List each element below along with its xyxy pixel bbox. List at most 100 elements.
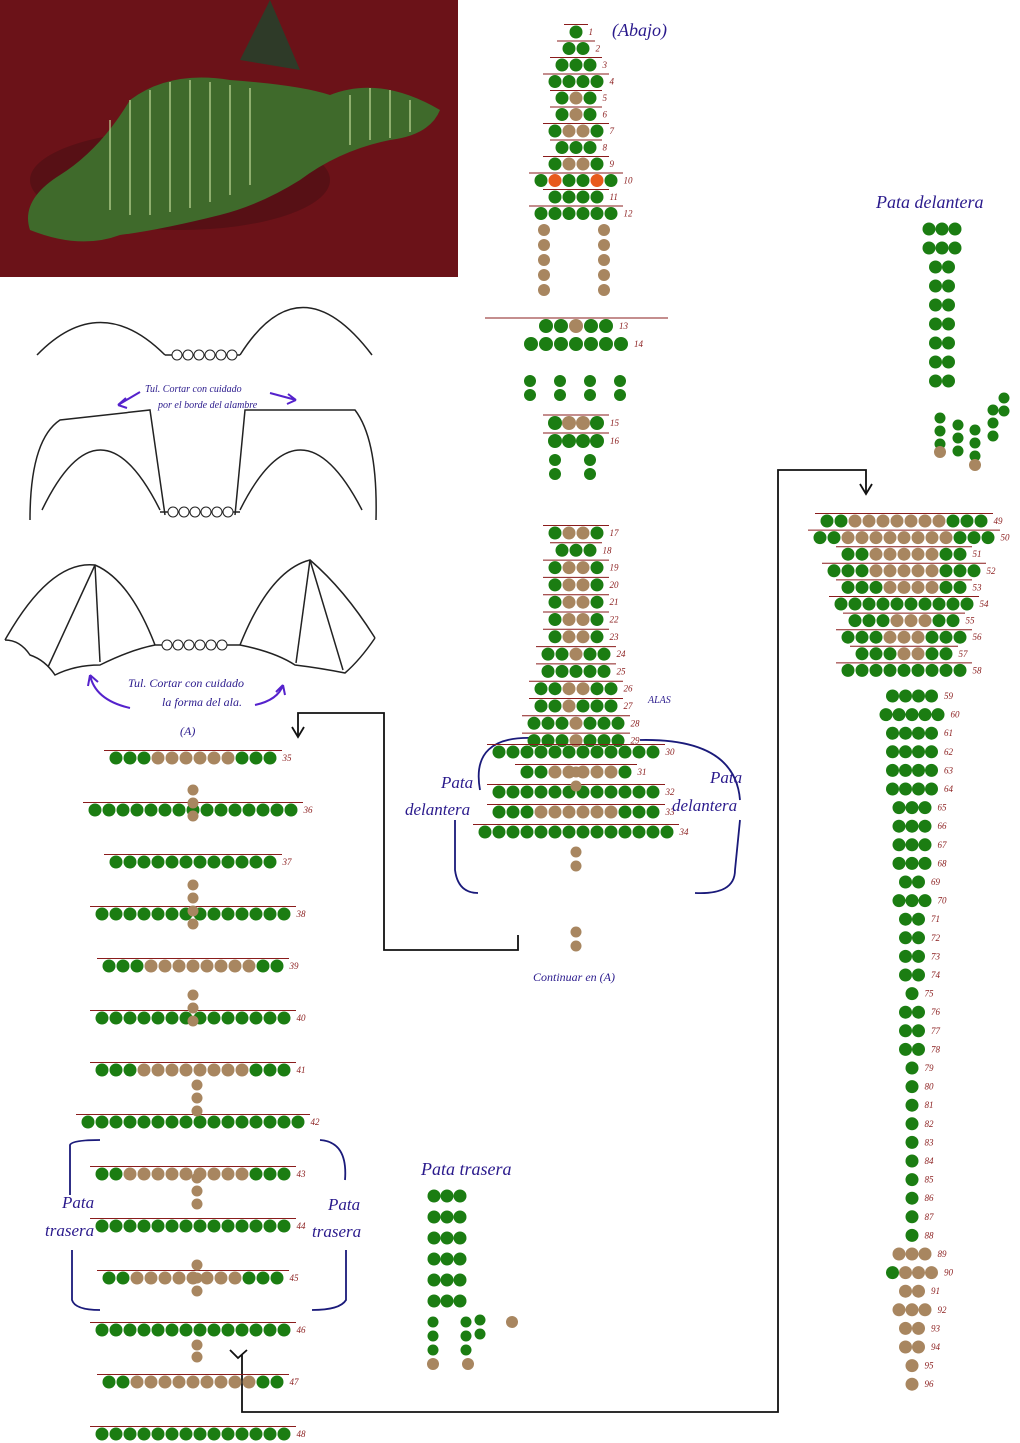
bead	[165, 751, 179, 765]
bead	[611, 734, 625, 748]
bead	[235, 907, 249, 921]
bead	[974, 514, 988, 528]
bead	[562, 42, 576, 55]
bead	[632, 745, 646, 759]
row-number: 88	[925, 1230, 935, 1240]
bead	[576, 157, 590, 171]
bead	[987, 417, 999, 429]
bead	[576, 75, 590, 88]
bead	[869, 531, 883, 545]
bead	[492, 825, 506, 839]
bead	[151, 907, 165, 921]
bead	[590, 765, 604, 779]
bead	[191, 1185, 203, 1197]
bead	[460, 1316, 472, 1328]
bead	[541, 734, 555, 748]
bead	[249, 1219, 263, 1233]
bead	[604, 825, 618, 839]
bead	[534, 805, 548, 819]
bead	[855, 547, 869, 561]
row-number: 24	[617, 649, 627, 659]
bead	[263, 1115, 277, 1129]
bead	[932, 597, 946, 611]
bead	[527, 734, 541, 748]
bead	[562, 825, 576, 839]
row-number: 66	[938, 821, 948, 831]
bead	[590, 613, 604, 626]
bead	[618, 785, 632, 799]
bead	[221, 1115, 235, 1129]
bead	[604, 785, 618, 799]
bead	[922, 222, 936, 236]
bead	[869, 630, 883, 644]
bead	[899, 763, 912, 777]
bead	[862, 597, 876, 611]
bead	[987, 404, 999, 416]
bead	[541, 716, 555, 730]
bead	[179, 751, 193, 765]
row-number: 39	[289, 961, 300, 971]
bead	[235, 1115, 249, 1129]
bead	[981, 531, 995, 545]
bead	[952, 419, 964, 431]
bead	[256, 803, 270, 817]
row-number: 51	[973, 549, 982, 559]
bead	[179, 1063, 193, 1077]
bead	[604, 699, 618, 713]
bead	[905, 819, 919, 833]
bead	[554, 389, 566, 401]
abajo-label: (Abajo)	[612, 20, 667, 40]
bead	[242, 1375, 256, 1389]
bead	[191, 1351, 203, 1363]
bead	[590, 785, 604, 799]
bead	[520, 785, 534, 799]
row-number: 65	[938, 803, 948, 813]
row-number: 13	[619, 321, 629, 331]
bead	[942, 260, 955, 274]
bead	[598, 269, 610, 281]
row-number: 83	[925, 1137, 935, 1147]
bead	[918, 801, 932, 815]
bead	[912, 1321, 925, 1335]
bead	[179, 1323, 193, 1337]
bead	[604, 745, 618, 759]
bead	[590, 434, 604, 448]
bead	[534, 825, 548, 839]
bead	[934, 412, 946, 424]
a-marker: (A)	[180, 724, 196, 738]
bead	[228, 803, 242, 817]
bead	[892, 838, 906, 852]
bead	[590, 595, 604, 609]
bead	[967, 531, 981, 545]
bead	[172, 803, 186, 817]
row-number: 89	[938, 1249, 948, 1259]
bead	[228, 1375, 242, 1389]
bead	[554, 319, 568, 333]
bead	[890, 614, 904, 628]
bead	[899, 949, 912, 963]
bead	[453, 1273, 467, 1287]
row-number: 77	[931, 1026, 941, 1036]
bead	[277, 907, 291, 921]
bead	[569, 91, 583, 105]
bead	[570, 766, 582, 778]
bead	[886, 782, 899, 796]
row-number: 62	[944, 747, 954, 757]
bead	[929, 355, 942, 369]
row-number: 75	[925, 989, 935, 999]
bead	[604, 765, 618, 779]
bead	[569, 337, 583, 351]
bead	[555, 647, 569, 661]
bead	[899, 1284, 912, 1298]
bead	[562, 124, 576, 138]
bead	[427, 1210, 441, 1224]
bead	[883, 663, 897, 677]
bead	[855, 564, 869, 578]
bead	[855, 630, 869, 644]
bead	[576, 174, 590, 187]
bead	[538, 269, 550, 281]
row-number: 14	[634, 339, 644, 349]
bead	[918, 838, 932, 852]
bead	[95, 1011, 109, 1025]
bead	[263, 1219, 277, 1233]
